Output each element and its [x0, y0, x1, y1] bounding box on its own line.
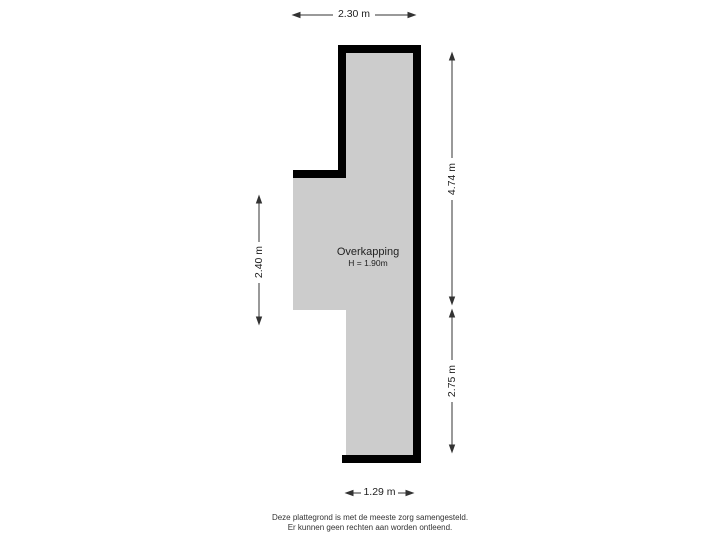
disclaimer-line-2: Er kunnen geen rechten aan worden ontlee…: [287, 523, 453, 532]
dimension-right-lower-label: 2.75 m: [445, 361, 459, 401]
dimension-bottom-label: 1.29 m: [361, 486, 398, 498]
dimension-right-upper-label: 4.74 m: [445, 159, 459, 199]
disclaimer-line-1: Deze plattegrond is met de meeste zorg s…: [271, 513, 469, 522]
room-floor: [293, 53, 413, 462]
dimension-right-lower: [448, 308, 456, 454]
room-name: Overkapping: [336, 246, 400, 258]
room-label: Overkapping H = 1.90m: [318, 246, 418, 268]
dimension-top: [291, 11, 417, 19]
dimension-right-upper: [448, 51, 456, 306]
disclaimer: Deze plattegrond is met de meeste zorg s…: [200, 513, 540, 533]
walls: [293, 45, 421, 463]
dimension-left: [255, 194, 263, 326]
dimension-top-label: 2.30 m: [333, 8, 375, 20]
room-height: H = 1.90m: [348, 258, 388, 268]
dimension-bottom: [344, 489, 415, 497]
dimension-left-label: 2.40 m: [252, 242, 266, 282]
